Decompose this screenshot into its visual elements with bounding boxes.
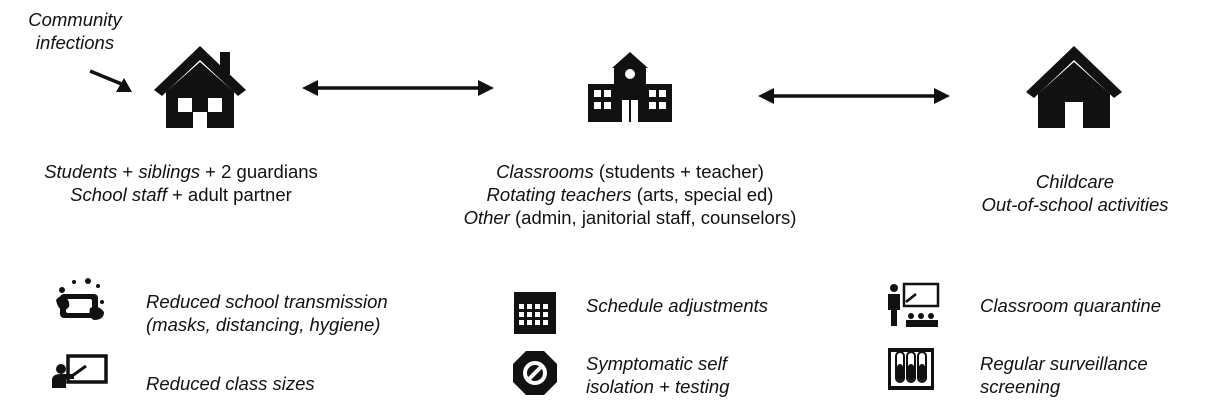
intervention-surveillance-screening: Regular surveillance screening — [980, 352, 1148, 398]
calendar-icon — [514, 292, 556, 334]
intervention-reduced-transmission: Reduced school transmission (masks, dist… — [146, 290, 388, 336]
intervention-1-line2: (masks, distancing, hygiene) — [146, 314, 381, 335]
outside-activities: Out-of-school activities — [981, 194, 1169, 215]
home-siblings: siblings — [138, 161, 201, 182]
community-line1: Community — [28, 9, 122, 30]
school-building-icon — [588, 52, 672, 122]
school-other-detail: (admin, janitorial staff, counselors) — [509, 207, 797, 228]
school-classrooms-detail: (students + teacher) — [593, 161, 764, 182]
school-rotating-detail: (arts, special ed) — [631, 184, 774, 205]
school-outside-double-arrow — [758, 88, 950, 104]
prohibited-icon — [513, 351, 557, 395]
community-infections-label: Community infections — [10, 8, 140, 54]
school-other: Other — [463, 207, 510, 228]
small-class-icon — [52, 354, 108, 388]
home-plus1: + — [117, 161, 139, 182]
intervention-1-line1: Reduced school transmission — [146, 291, 388, 312]
outside-description: Childcare Out-of-school activities — [944, 170, 1206, 216]
community-arrow — [89, 69, 132, 92]
school-rotating-teachers: Rotating teachers — [486, 184, 632, 205]
house-with-chimney-icon — [154, 46, 246, 128]
home-line2: School staff + adult partner — [0, 183, 362, 206]
house-icon — [1026, 46, 1122, 128]
intervention-self-isolation: Symptomatic self isolation + testing — [586, 352, 729, 398]
community-line2: infections — [35, 32, 115, 53]
intervention-classroom-quarantine: Classroom quarantine — [980, 294, 1161, 317]
home-school-staff: School staff — [70, 184, 167, 205]
teacher-classroom-icon — [888, 282, 940, 327]
home-school-double-arrow — [302, 80, 494, 96]
school-line2: Rotating teachers (arts, special ed) — [410, 183, 850, 206]
intervention-3-line1: Schedule adjustments — [586, 295, 769, 316]
home-students: Students — [44, 161, 118, 182]
intervention-5-line1: Classroom quarantine — [980, 295, 1161, 316]
intervention-6-line1: Regular surveillance — [980, 353, 1148, 374]
intervention-2-line1: Reduced class sizes — [146, 373, 315, 394]
intervention-reduced-class-sizes: Reduced class sizes — [146, 372, 315, 395]
handwashing-icon — [56, 278, 104, 320]
intervention-4-line1: Symptomatic self — [586, 353, 727, 374]
intervention-schedule-adjustments: Schedule adjustments — [586, 294, 768, 317]
school-description: Classrooms (students + teacher) Rotating… — [410, 160, 850, 229]
home-adult-partner: + adult partner — [166, 184, 292, 205]
outside-childcare: Childcare — [1035, 171, 1115, 192]
home-guardians: + 2 guardians — [200, 161, 318, 182]
intervention-6-line2: screening — [980, 376, 1061, 397]
school-line1: Classrooms (students + teacher) — [410, 160, 850, 183]
intervention-4-line2: isolation + testing — [586, 376, 730, 397]
school-line3: Other (admin, janitorial staff, counselo… — [410, 206, 850, 229]
home-description: Students + siblings + 2 guardians School… — [0, 160, 362, 206]
home-line1: Students + siblings + 2 guardians — [0, 160, 362, 183]
school-classrooms: Classrooms — [496, 161, 594, 182]
test-tubes-icon — [888, 348, 934, 390]
